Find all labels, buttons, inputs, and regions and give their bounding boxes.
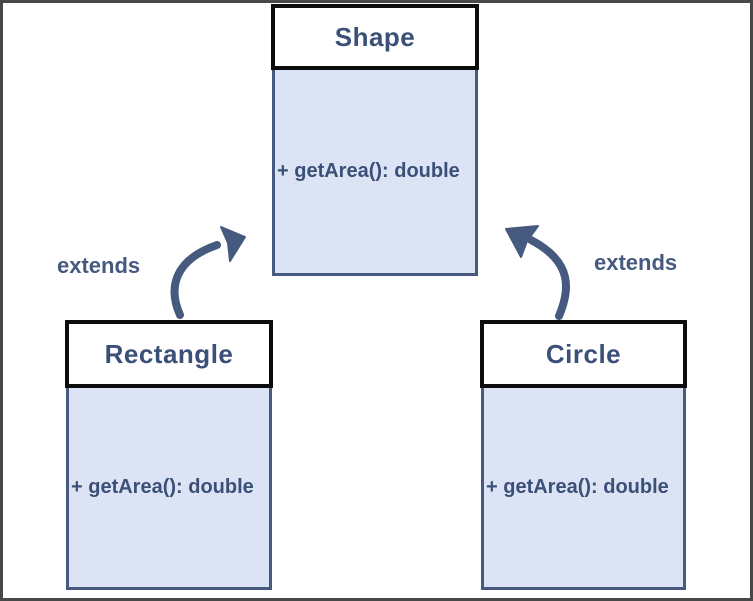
extends-arrow-circle-to-shape[interactable] bbox=[505, 225, 571, 320]
class-member-rectangle: + getArea(): double bbox=[71, 476, 254, 498]
class-box-rectangle-header[interactable]: Rectangle bbox=[65, 320, 273, 388]
arrow-curve bbox=[527, 236, 571, 320]
class-member-shape: + getArea(): double bbox=[277, 160, 460, 182]
class-box-circle-header[interactable]: Circle bbox=[480, 320, 687, 388]
class-box-rectangle-body[interactable]: + getArea(): double bbox=[66, 388, 272, 590]
class-name-circle: Circle bbox=[545, 338, 622, 369]
class-box-shape-body[interactable]: + getArea(): double bbox=[272, 70, 478, 276]
extends-label-circle[interactable]: extends bbox=[594, 250, 678, 275]
extends-arrow-rectangle-to-shape[interactable] bbox=[170, 226, 246, 319]
extends-label-rectangle[interactable]: extends bbox=[57, 253, 141, 278]
arrowhead-icon bbox=[220, 226, 246, 262]
class-box-shape-header[interactable]: Shape bbox=[271, 4, 479, 70]
class-box-circle-body[interactable]: + getArea(): double bbox=[481, 388, 686, 590]
arrow-curve bbox=[170, 241, 221, 319]
arrowhead-icon bbox=[505, 225, 539, 258]
class-name-shape: Shape bbox=[334, 21, 416, 52]
class-name-rectangle: Rectangle bbox=[104, 338, 234, 369]
class-member-circle: + getArea(): double bbox=[486, 476, 669, 498]
